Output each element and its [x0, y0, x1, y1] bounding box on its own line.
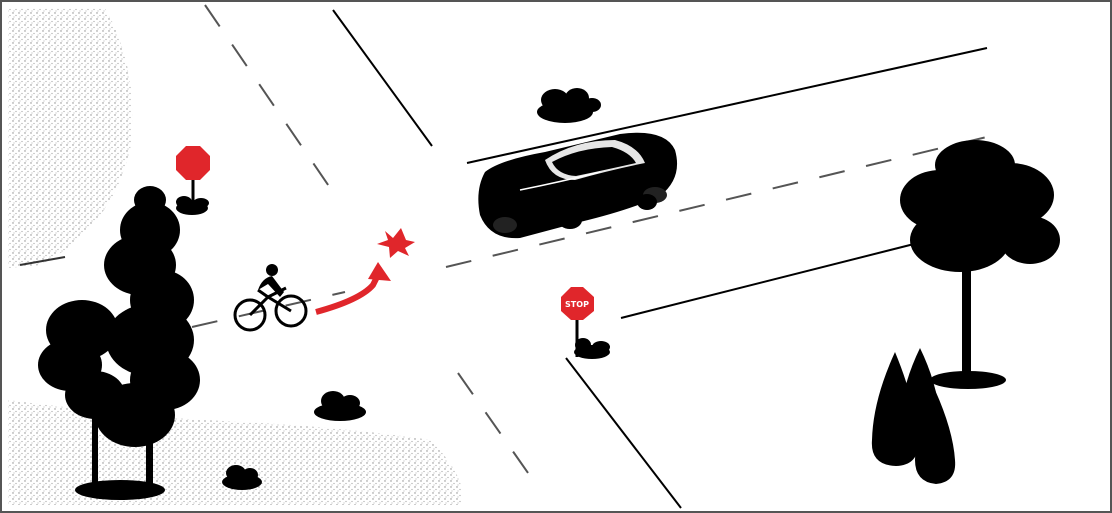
black-car — [478, 133, 677, 238]
shrub-bottom-center — [314, 391, 366, 421]
stop-sign-label: STOP — [565, 300, 589, 309]
shrub-top-center — [537, 88, 601, 123]
road-edge-lower-right — [566, 358, 681, 508]
yield-marker — [377, 228, 415, 258]
tree-large-right — [900, 140, 1060, 389]
turn-arrow — [316, 262, 391, 312]
road-edge-main-bottom — [621, 243, 918, 318]
shrub-icon — [574, 338, 610, 359]
grass-upper-left — [8, 8, 132, 268]
conifer-cluster-right — [872, 348, 955, 484]
bicyclist — [235, 264, 306, 330]
road-edge-upper-left — [333, 10, 432, 146]
stop-sign-left — [176, 146, 210, 215]
stop-sign-center: STOP — [561, 287, 610, 359]
stop-sign-left-face — [176, 146, 210, 180]
centerline-cross-lower — [458, 373, 540, 490]
centerline-cross-upper — [205, 5, 335, 195]
